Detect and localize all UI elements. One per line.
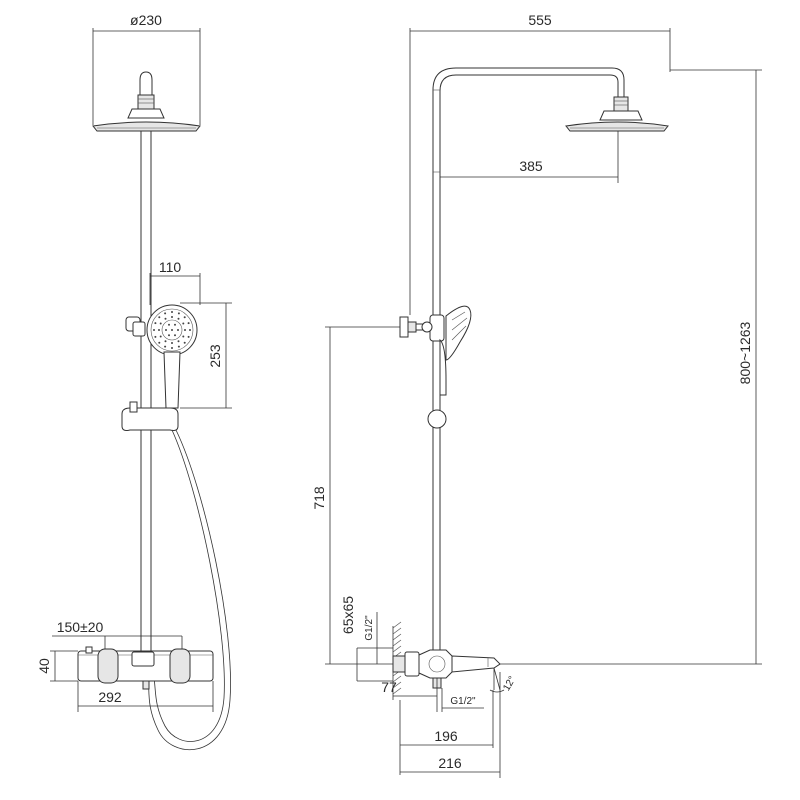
- hand-shower-width-label: 110: [159, 259, 182, 275]
- side-view: 555 800~1263 385: [311, 12, 762, 778]
- spout-side: [451, 655, 501, 673]
- hand-shower-height-label: 253: [207, 344, 223, 368]
- mixer-body-side: [418, 649, 453, 679]
- head-diameter-label: ø230: [130, 12, 162, 28]
- hose-holder-front: [121, 407, 179, 431]
- spout-length-196-label: 196: [434, 728, 458, 744]
- wall-box-label: 65x65: [340, 596, 356, 634]
- front-view: ø230 110 253: [36, 12, 232, 750]
- thread-bottom-label: G1/2": [450, 696, 476, 707]
- inlet-spacing-label: 150±20: [57, 619, 104, 635]
- bracket-height-label: 718: [311, 486, 327, 510]
- mixer-width-label: 292: [98, 689, 122, 705]
- shower-column-front: [140, 130, 152, 652]
- hose-front: [147, 429, 231, 750]
- hand-shower-side: [445, 305, 472, 361]
- height-range-label: 800~1263: [737, 321, 753, 384]
- shower-head-front: [92, 121, 201, 132]
- hose-holder-side: [427, 409, 447, 429]
- thread-top-label: G1/2": [364, 615, 375, 641]
- arm-reach-label: 385: [519, 158, 543, 174]
- mixer-height-label: 40: [36, 658, 52, 674]
- arm-total-label: 555: [528, 12, 552, 28]
- shower-arm-side: [432, 67, 625, 651]
- spout-length-216-label: 216: [438, 755, 462, 771]
- nozzle-pattern: [153, 311, 191, 349]
- shower-head-side: [565, 121, 669, 132]
- projection-label: 77: [381, 679, 397, 695]
